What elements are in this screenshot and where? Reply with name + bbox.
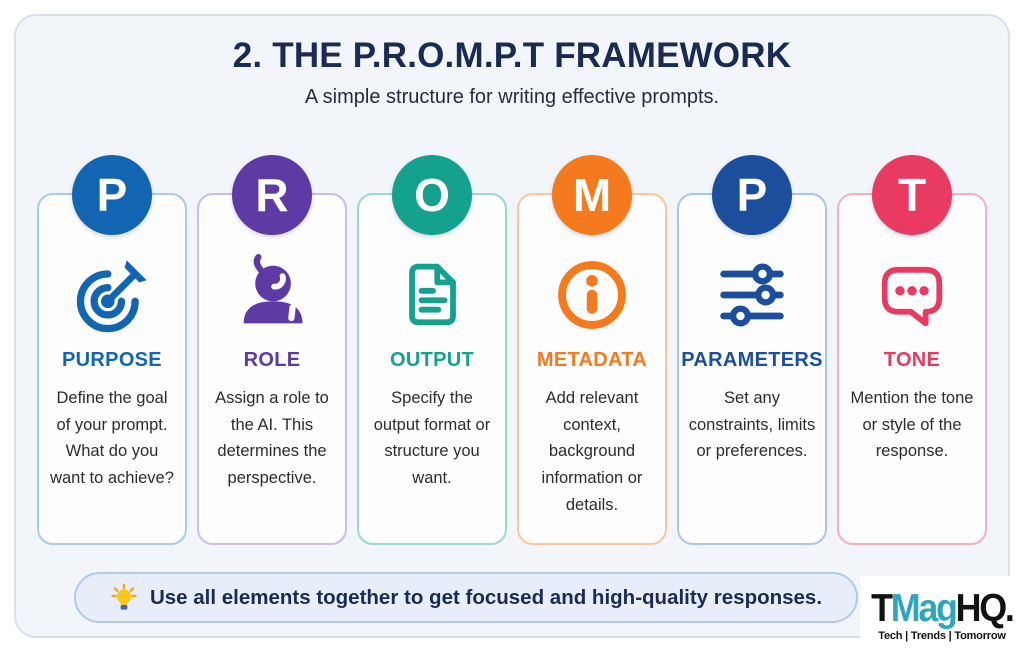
card-title-output: OUTPUT xyxy=(389,349,475,371)
card-role: R ROLE Assign a role to the AI. This det… xyxy=(197,155,347,545)
header: 2. THE P.R.O.M.P.T FRAMEWORK A simple st… xyxy=(0,36,1024,109)
card-desc-role: Assign a role to the AI. This determines… xyxy=(215,389,329,488)
card-desc-metadata: Add relevant context, background informa… xyxy=(541,389,643,514)
document-icon xyxy=(359,251,505,339)
card-title-tone: TONE xyxy=(883,349,941,371)
logo-part-mag: Mag xyxy=(890,586,958,630)
page-subtitle: A simple structure for writing effective… xyxy=(304,86,720,108)
card-desc-purpose: Define the goal of your prompt. What do … xyxy=(50,389,174,488)
letter-badge-p2: P xyxy=(712,155,792,235)
takeaway-text: Use all elements together to get focused… xyxy=(149,585,823,609)
card-desc-tone: Mention the tone or style of the respons… xyxy=(850,389,974,461)
letter-badge-m: M xyxy=(552,155,632,235)
card-tone: T TONE Mention the tone or style of the … xyxy=(837,155,987,545)
logo-tagline: Tech | Trends | Tomorrow xyxy=(878,629,1006,642)
card-output: O OUTPUT Specify the output format or st… xyxy=(357,155,507,545)
sliders-icon xyxy=(679,251,825,339)
logo-wordmark: TMagHQ. xyxy=(871,586,1015,630)
card-metadata: M METADATA Add relevant context, backgro… xyxy=(517,155,667,545)
lightbulb-icon xyxy=(110,583,138,612)
card-title-purpose: PURPOSE xyxy=(62,349,162,371)
logo-part-hq: HQ. xyxy=(955,586,1015,630)
letter-badge-r: R xyxy=(232,155,312,235)
person-role-icon xyxy=(199,251,345,339)
letter-o: O xyxy=(414,169,450,221)
letter-m: M xyxy=(572,169,612,221)
letter-p2: P xyxy=(736,169,768,221)
card-parameters: P PARAMETERS Set any constraints, limits… xyxy=(677,155,827,545)
framework-cards-row: P PURPOSE Define the goal of your prompt… xyxy=(37,155,987,545)
tmaghq-logo: TMagHQ. Tech | Trends | Tomorrow xyxy=(860,576,1024,654)
logo-part-t: T xyxy=(871,586,893,630)
letter-t: T xyxy=(897,169,927,221)
letter-badge-o: O xyxy=(392,155,472,235)
letter-r: R xyxy=(255,169,289,221)
letter-badge-t: T xyxy=(872,155,952,235)
letter-badge-p: P xyxy=(72,155,152,235)
card-desc-output: Specify the output format or structure y… xyxy=(373,389,491,488)
card-title-role: ROLE xyxy=(243,349,301,371)
letter-p: P xyxy=(96,169,128,221)
card-desc-parameters: Set any constraints, limits or preferenc… xyxy=(688,389,816,461)
info-icon xyxy=(519,251,665,339)
card-title-parameters: PARAMETERS xyxy=(681,349,823,371)
page-title: 2. THE P.R.O.M.P.T FRAMEWORK xyxy=(232,36,792,75)
chat-bubble-icon xyxy=(839,251,985,339)
card-title-metadata: METADATA xyxy=(536,349,648,371)
card-purpose: P PURPOSE Define the goal of your prompt… xyxy=(37,155,187,545)
target-icon xyxy=(39,251,185,339)
takeaway-banner: Use all elements together to get focused… xyxy=(74,572,858,623)
